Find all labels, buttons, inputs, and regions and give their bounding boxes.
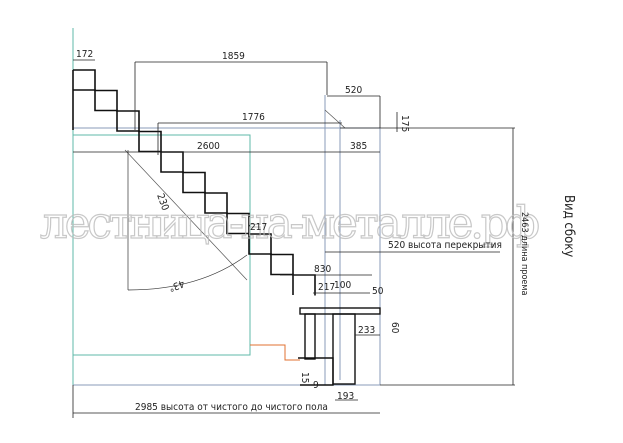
- diagonal-line: [324, 109, 346, 129]
- dim-9: 9: [313, 380, 319, 391]
- dim-385: 385: [350, 141, 367, 152]
- dim-50: 50: [372, 286, 384, 297]
- stair-lower-profile: [73, 89, 294, 295]
- watermark: лестница-на-металле.рф: [40, 198, 540, 249]
- dim-217-b: 217: [318, 282, 335, 293]
- view-title: Вид сбоку: [561, 195, 576, 257]
- dim-233: 233: [358, 325, 375, 336]
- dim-193: 193: [337, 391, 354, 402]
- dim-100: 100: [334, 280, 351, 291]
- dim-angle: 43°: [167, 277, 186, 293]
- diagonal-line: [124, 149, 248, 281]
- dim-1859: 1859: [222, 51, 245, 62]
- orange-line: [250, 344, 300, 361]
- dim-2600: 2600: [197, 141, 220, 152]
- post-base: [298, 357, 334, 386]
- stair-upper-profile: [73, 69, 316, 296]
- post-center: [332, 313, 356, 385]
- dim-172: 172: [76, 49, 93, 60]
- dim-830: 830: [314, 264, 331, 275]
- dim-520-top: 520: [345, 85, 362, 96]
- dim-60: 60: [389, 322, 400, 334]
- dim-217-a: 217: [250, 222, 267, 233]
- dim-175: 175: [399, 115, 410, 132]
- angle-arc: [127, 254, 248, 291]
- dim-1776: 1776: [242, 112, 265, 123]
- dim-520-floor: 520 высота перекрытия: [388, 240, 502, 251]
- dim-opening: 2463 длина проема: [519, 212, 529, 296]
- post-left: [304, 313, 316, 360]
- dim-15: 15: [299, 372, 310, 383]
- dim-height: 2985 высота от чистого до чистого пола: [135, 402, 328, 413]
